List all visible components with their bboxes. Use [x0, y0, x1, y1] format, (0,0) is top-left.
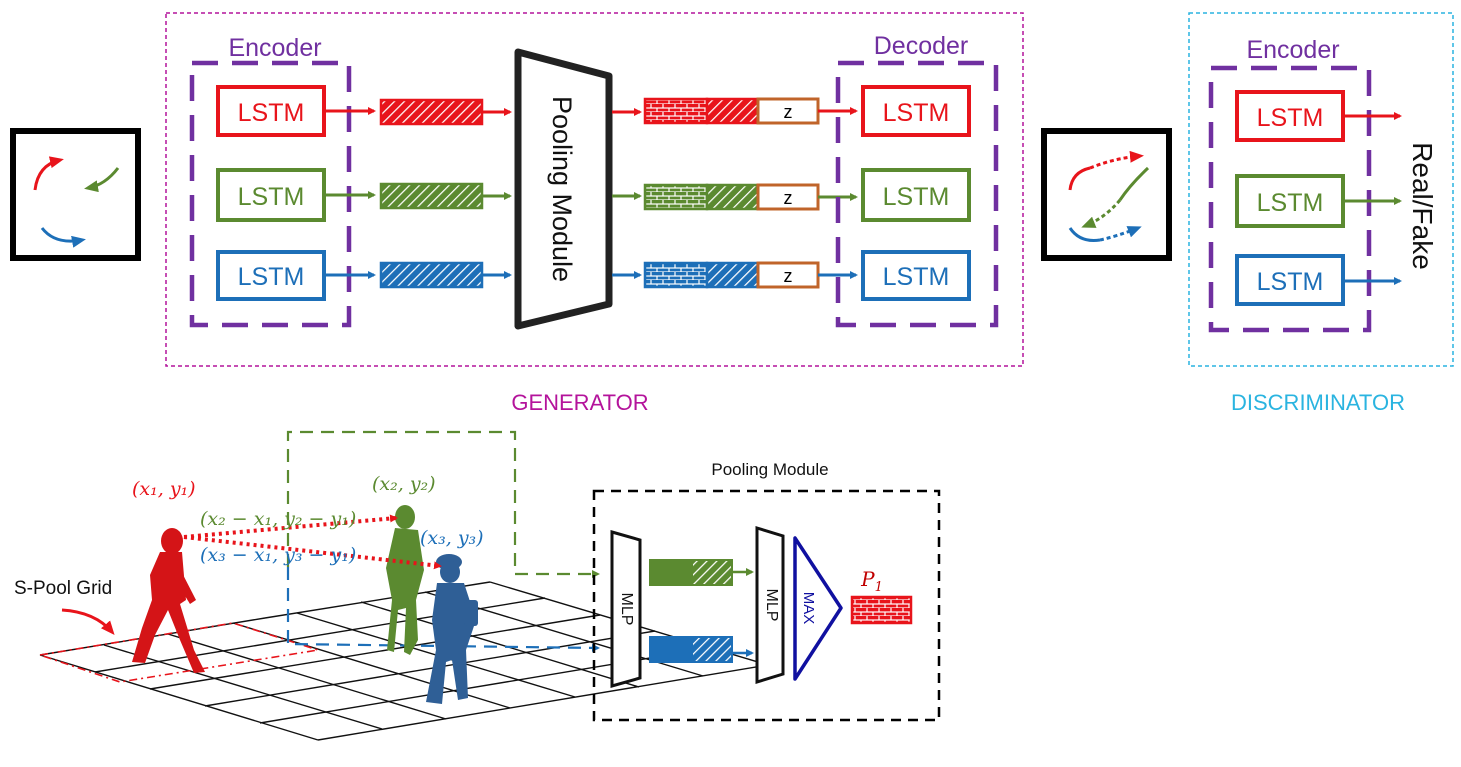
pooling-module-block: Pooling Module — [514, 48, 613, 330]
coord-p3: (x₃, y₃) — [420, 527, 484, 549]
discriminator-encoder-label: Encoder — [1246, 36, 1339, 64]
svg-text:LSTM: LSTM — [1257, 104, 1324, 132]
svg-text:P1: P1 — [860, 567, 883, 595]
hidden-state-green — [379, 182, 484, 210]
mlp-1-block: MLP — [610, 530, 642, 688]
decoder-lstm-blue: LSTM — [861, 250, 971, 301]
encoder-lstm-blue: LSTM — [216, 250, 326, 301]
concat-vector-green: z — [643, 183, 820, 211]
discriminator-label: DISCRIMINATOR — [1231, 390, 1405, 415]
decoder-lstm-green: LSTM — [861, 168, 971, 222]
concat-vector-blue: z — [643, 261, 820, 289]
predicted-trajectories-icon — [1041, 128, 1172, 261]
encoder-lstm-green: LSTM — [216, 168, 326, 222]
coord-p2: (x₂, y₂) — [372, 473, 436, 495]
decoder-lstm-red: LSTM — [861, 85, 971, 137]
pooling-detail-block: Pooling Module MLP MLP MAX P1 — [592, 460, 941, 722]
scene-illustration: S-Pool Grid (x₁, y₁) (x₂, y₂) (x₃, y₃) (… — [14, 430, 769, 741]
s-pool-grid-label: S-Pool Grid — [14, 578, 112, 599]
svg-text:LSTM: LSTM — [238, 183, 305, 211]
svg-text:LSTM: LSTM — [883, 263, 950, 291]
discriminator-block: DISCRIMINATOR Encoder LSTM LSTM LSTM Rea… — [1188, 12, 1454, 415]
pedestrian-red-icon — [132, 528, 205, 673]
noise-z-green: z — [784, 188, 793, 208]
svg-text:MAX: MAX — [800, 592, 817, 625]
svg-text:LSTM: LSTM — [883, 183, 950, 211]
max-pool-block: MAX — [793, 536, 843, 681]
svg-text:LSTM: LSTM — [238, 263, 305, 291]
grid-pointer-arrow — [61, 608, 115, 636]
noise-z-blue: z — [784, 266, 793, 286]
pedestrian-blue-icon — [426, 554, 478, 704]
svg-text:MLP: MLP — [763, 589, 780, 622]
discriminator-lstm-green: LSTM — [1235, 174, 1345, 228]
hidden-state-red — [379, 98, 484, 126]
input-trajectories-icon — [10, 128, 141, 261]
svg-text:MLP: MLP — [618, 593, 635, 626]
coord-p1: (x₁, y₁) — [132, 478, 196, 500]
pooling-detail-title: Pooling Module — [711, 460, 828, 479]
mlp-2-block: MLP — [755, 525, 785, 685]
discriminator-lstm-red: LSTM — [1235, 90, 1345, 142]
generator-block: GENERATOR Encoder LSTM LSTM LSTM — [165, 12, 1024, 415]
svg-text:LSTM: LSTM — [1257, 189, 1324, 217]
svg-text:Pooling Module: Pooling Module — [547, 96, 577, 282]
generator-label: GENERATOR — [511, 390, 648, 415]
real-fake-label: Real/Fake — [1407, 142, 1438, 270]
svg-text:LSTM: LSTM — [1257, 268, 1324, 296]
embedding-green — [649, 559, 733, 586]
generator-encoder-label: Encoder — [228, 34, 321, 62]
concat-vector-red: z — [643, 97, 820, 125]
discriminator-lstm-blue: LSTM — [1235, 254, 1345, 306]
relative-p3: (x₃ − x₁, y₃ − y₁) — [200, 544, 356, 566]
hidden-state-blue — [379, 261, 484, 289]
encoder-lstm-red: LSTM — [216, 85, 326, 137]
svg-text:LSTM: LSTM — [238, 99, 305, 127]
generator-decoder-label: Decoder — [874, 32, 969, 60]
pooled-vector-p1: P1 — [850, 567, 913, 625]
pedestrian-green-icon — [386, 505, 424, 655]
relative-p2: (x₂ − x₁, y₂ − y₁) — [200, 508, 356, 530]
svg-text:LSTM: LSTM — [883, 99, 950, 127]
embedding-blue — [649, 636, 733, 663]
red-neighborhood — [39, 622, 319, 683]
noise-z-red: z — [784, 102, 793, 122]
